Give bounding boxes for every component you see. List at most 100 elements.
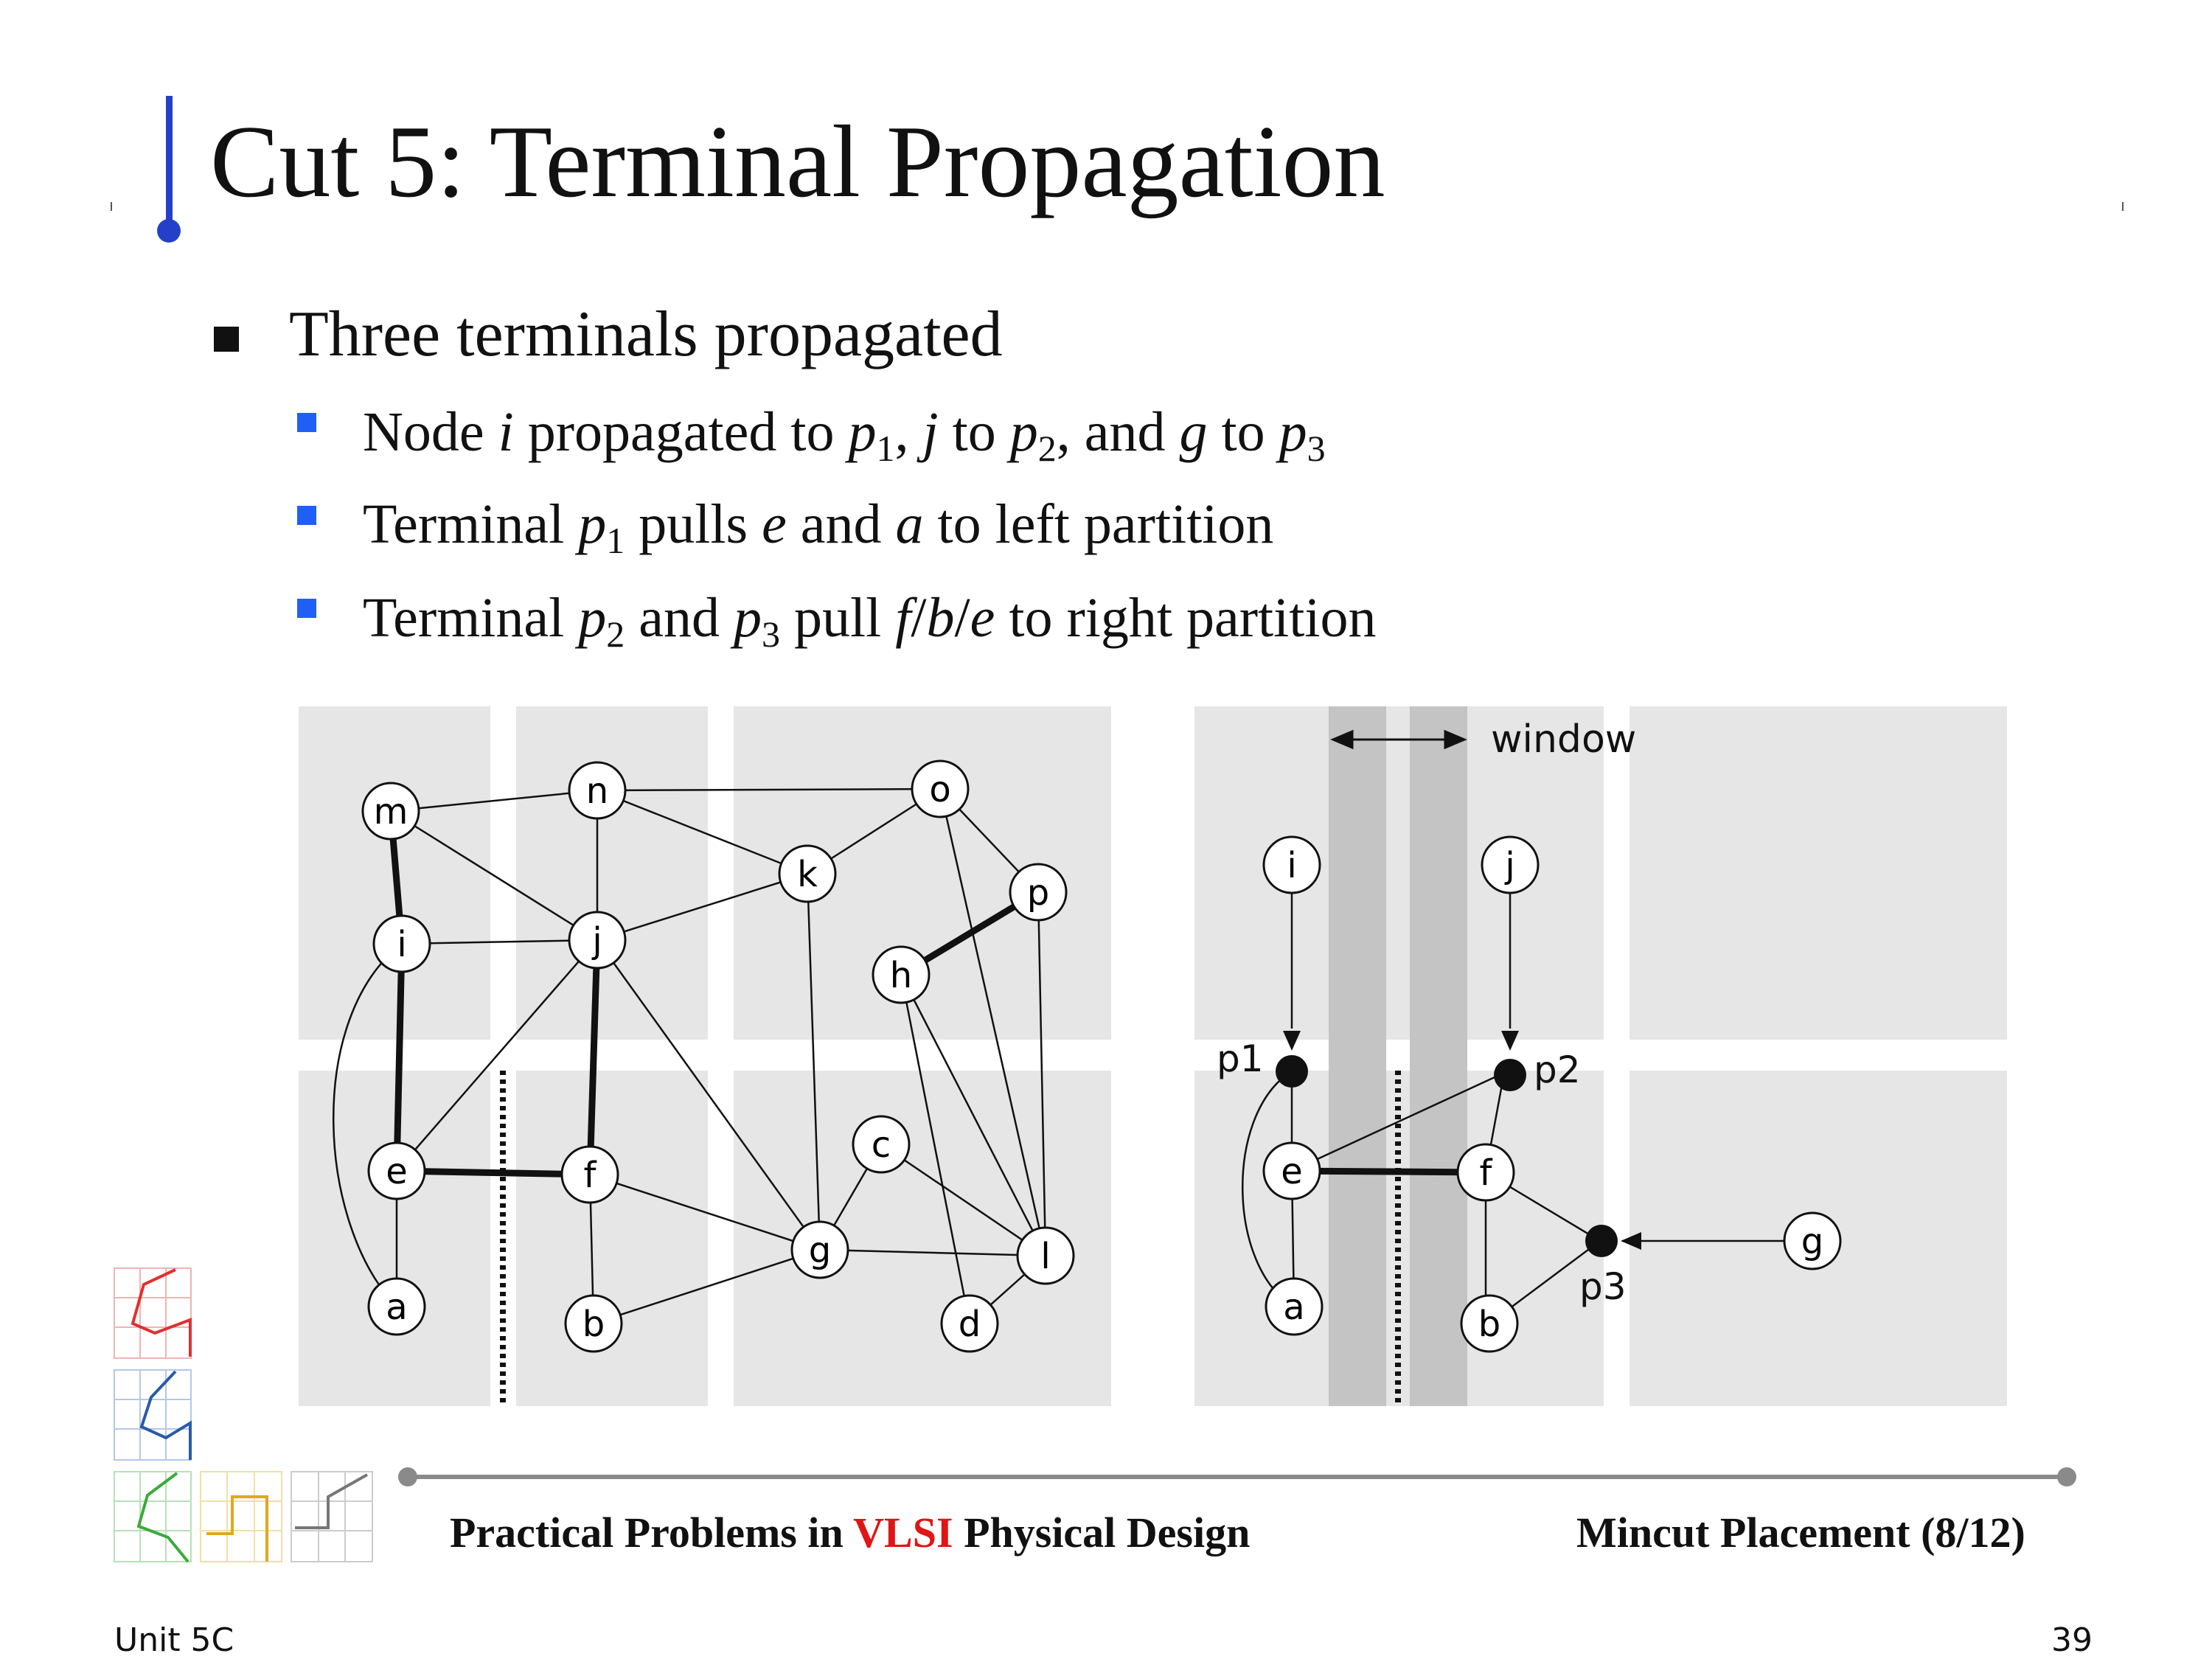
subbullet-segment: e xyxy=(762,493,787,555)
svg-text:e: e xyxy=(386,1151,408,1192)
svg-text:d: d xyxy=(959,1304,981,1345)
subbullet-segment: to right partition xyxy=(995,587,1377,649)
svg-text:m: m xyxy=(374,791,408,832)
subbullet-segment: 3 xyxy=(1307,428,1326,469)
svg-text:p: p xyxy=(1027,872,1049,914)
subbullet-segment: Terminal xyxy=(363,587,579,649)
right-node: i xyxy=(1262,835,1321,894)
subbullet-segment: p xyxy=(1279,401,1307,463)
subbullet-segment: p xyxy=(578,493,607,555)
footer-course-title: Practical Problems in VLSI Physical Desi… xyxy=(450,1509,1251,1557)
subbullet-segment: i xyxy=(498,401,514,463)
region-left-top-2 xyxy=(516,706,708,1040)
subbullet-segment: 2 xyxy=(1037,428,1057,469)
footer-rule-start-dot xyxy=(398,1467,417,1486)
propagated-terminals: p1 p2 p3 xyxy=(1217,1037,1627,1308)
subbullet-2: Terminal p1 pulls e and a to left partit… xyxy=(363,493,1274,559)
subbullet-segment: g xyxy=(1179,401,1208,463)
subbullet-segment: pull xyxy=(779,587,896,649)
subbullet-segment: p xyxy=(1009,401,1038,463)
terminal-p1-label: p1 xyxy=(1217,1037,1264,1080)
left-node: l xyxy=(1016,1226,1075,1285)
right-node: f xyxy=(1456,1143,1515,1202)
left-node: f xyxy=(560,1145,619,1204)
left-node: e xyxy=(367,1141,426,1200)
subbullet-segment: and xyxy=(786,493,896,555)
right-node: j xyxy=(1481,835,1540,894)
subbullet-segment: b xyxy=(926,587,955,649)
subbullet-segment: pulls xyxy=(625,493,762,555)
subbullet-segment: , and xyxy=(1056,401,1180,463)
left-node: j xyxy=(568,911,627,970)
left-node: m xyxy=(361,782,420,841)
subbullet-segment: 2 xyxy=(606,613,625,655)
subbullet-segment: / xyxy=(954,587,970,649)
subbullet-1: Node i propagated to p1, j to p2, and g … xyxy=(363,401,1326,467)
subbullet-segment: to xyxy=(938,401,1010,463)
subbullet-segment: 1 xyxy=(606,520,625,561)
svg-text:o: o xyxy=(929,769,950,810)
svg-text:j: j xyxy=(1504,845,1514,886)
left-node: a xyxy=(367,1277,426,1336)
left-node: d xyxy=(940,1294,999,1353)
subbullet-segment: e xyxy=(970,587,995,649)
bullet-marker xyxy=(214,327,239,352)
subbullet-segment: and xyxy=(625,587,734,649)
subbullet-marker-2 xyxy=(297,506,316,525)
region-left-bottom-1 xyxy=(299,1071,490,1406)
terminal-p2-dot xyxy=(1494,1059,1526,1091)
propagation-arrowheads xyxy=(1283,1031,1641,1250)
subbullet-segment: , xyxy=(894,401,923,463)
svg-text:k: k xyxy=(797,854,818,895)
svg-text:g: g xyxy=(809,1230,831,1271)
subbullet-segment: propagated to xyxy=(513,401,849,463)
window-arrow-icon xyxy=(1330,729,1467,750)
subbullet-segment: to xyxy=(1207,401,1279,463)
subbullet-segment: p xyxy=(848,401,877,463)
left-node: k xyxy=(778,844,837,903)
subbullet-segment: to left partition xyxy=(923,493,1274,555)
footer-section: Mincut Placement (8/12) xyxy=(1576,1509,2025,1557)
main-bullet-text: Three terminals propagated xyxy=(289,299,1003,370)
svg-text:f: f xyxy=(1480,1152,1493,1194)
terminal-p2-label: p2 xyxy=(1534,1048,1581,1091)
window-band xyxy=(1329,706,1467,1406)
left-node: c xyxy=(852,1115,911,1174)
terminal-p3-dot xyxy=(1585,1225,1618,1257)
subbullet-segment: 1 xyxy=(876,428,895,469)
svg-text:b: b xyxy=(582,1304,605,1345)
slide-title: Cut 5: Terminal Propagation xyxy=(210,105,1385,219)
subbullet-segment: a xyxy=(895,493,924,555)
left-node: n xyxy=(568,761,627,820)
logo-grid-blue xyxy=(114,1369,192,1461)
right-graph-nodes: i j e f a b g xyxy=(1262,835,1842,1353)
unit-label: Unit 5C xyxy=(114,1621,234,1659)
footer-rule-end-dot xyxy=(2057,1467,2076,1486)
logo-grid-red xyxy=(114,1267,192,1359)
right-node: b xyxy=(1460,1294,1519,1353)
corner-tick-right xyxy=(2122,202,2124,211)
title-accent-bar xyxy=(166,96,173,229)
page-number: 39 xyxy=(2051,1621,2093,1659)
right-critical-edge xyxy=(1291,1167,1486,1176)
svg-text:c: c xyxy=(872,1124,891,1166)
window-label: window xyxy=(1491,717,1636,762)
svg-text:i: i xyxy=(1287,845,1296,886)
left-node: b xyxy=(564,1294,623,1353)
subbullet-marker-1 xyxy=(297,413,316,432)
subbullet-segment: Terminal xyxy=(363,493,579,555)
svg-text:a: a xyxy=(1283,1287,1304,1328)
logo-grid-gray xyxy=(291,1471,373,1562)
left-graph-nodes: m n o k p i j h e f c g l a b d xyxy=(361,759,1075,1353)
svg-text:n: n xyxy=(586,771,608,812)
subbullet-segment: / xyxy=(911,587,927,649)
region-left-bottom-2 xyxy=(516,1071,708,1406)
svg-text:h: h xyxy=(890,955,912,996)
terminal-p1-dot xyxy=(1276,1055,1308,1088)
svg-text:g: g xyxy=(1801,1221,1823,1262)
left-node: p xyxy=(1009,863,1068,922)
logo-grid-green xyxy=(114,1471,192,1562)
left-node: g xyxy=(790,1220,849,1279)
subbullet-segment: 3 xyxy=(761,613,780,655)
subbullet-segment: f xyxy=(895,587,911,649)
